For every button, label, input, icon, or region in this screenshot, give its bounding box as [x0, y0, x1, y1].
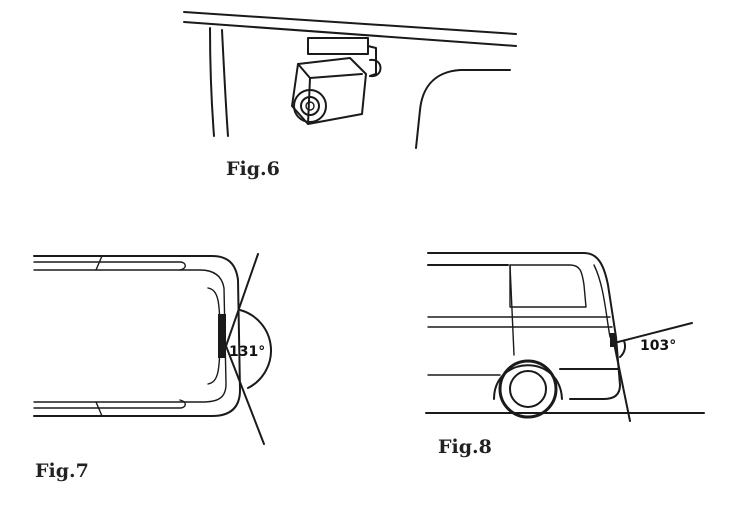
fig6-camera-mount-drawing [183, 11, 517, 149]
fig8-angle-label: 103° [640, 338, 677, 354]
fig7-angle-label: 131° [229, 344, 266, 360]
fig8-caption: Fig.8 [438, 436, 492, 458]
fig7-caption: Fig.7 [35, 460, 89, 482]
fig7-top-view-drawing [33, 253, 272, 445]
fig8-side-view-drawing [425, 252, 705, 422]
fig6-caption: Fig.6 [226, 158, 280, 180]
